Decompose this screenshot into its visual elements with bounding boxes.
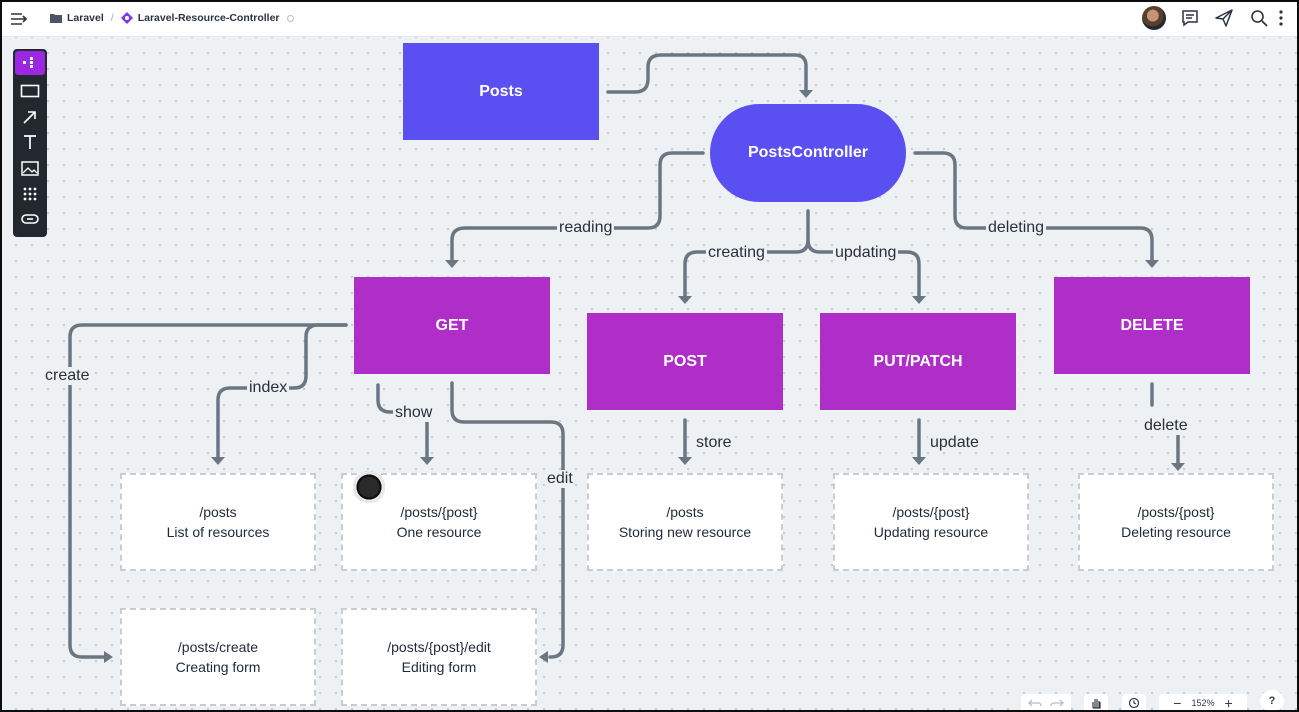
card-description: Creating form bbox=[175, 659, 261, 675]
card-description: List of resources bbox=[166, 524, 270, 540]
menu-icon[interactable] bbox=[10, 11, 28, 27]
edge-label-store[interactable]: store bbox=[694, 434, 734, 452]
card-route: /posts/{post} bbox=[1137, 504, 1215, 520]
help-label: ? bbox=[1268, 695, 1276, 707]
card-description: Storing new resource bbox=[618, 524, 752, 540]
image-icon[interactable] bbox=[15, 156, 45, 180]
zoom-in-button[interactable]: + bbox=[1224, 695, 1233, 711]
card-description: One resource bbox=[396, 524, 482, 540]
undo-redo-controls bbox=[1021, 694, 1071, 712]
hand-icon bbox=[1092, 699, 1101, 709]
card-index[interactable]: /posts List of resources bbox=[120, 473, 316, 571]
card-route: /posts/{post} bbox=[892, 504, 970, 520]
card-update[interactable]: /posts/{post} Updating resource bbox=[833, 473, 1029, 571]
grid-icon[interactable] bbox=[15, 182, 45, 206]
card-route: /posts/{post} bbox=[400, 504, 478, 520]
post-node[interactable]: POST bbox=[587, 313, 783, 410]
breadcrumb-workspace[interactable]: Laravel bbox=[67, 12, 104, 24]
edge-label-reading[interactable]: reading bbox=[557, 219, 615, 237]
zoom-level[interactable]: 152% bbox=[1191, 698, 1215, 708]
history-icon bbox=[1128, 697, 1140, 709]
history-button[interactable] bbox=[1122, 694, 1146, 712]
cursor-indicator bbox=[353, 471, 385, 503]
card-description: Editing form bbox=[401, 659, 477, 675]
breadcrumb-board[interactable]: Laravel-Resource-Controller bbox=[137, 12, 280, 24]
card-route: /posts bbox=[199, 504, 237, 520]
comment-icon[interactable] bbox=[1180, 8, 1200, 28]
delete-node[interactable]: DELETE bbox=[1054, 277, 1250, 374]
card-edit[interactable]: /posts/{post}/edit Editing form bbox=[341, 608, 537, 706]
search-icon[interactable] bbox=[1249, 8, 1269, 28]
posts-node[interactable]: Posts bbox=[403, 43, 599, 140]
card-route: /posts/create bbox=[177, 639, 259, 655]
breadcrumb: Laravel / Laravel-Resource-Controller bbox=[50, 12, 294, 24]
card-store[interactable]: /posts Storing new resource bbox=[587, 473, 783, 571]
posts-controller-node[interactable]: PostsController bbox=[710, 104, 906, 202]
card-route: /posts/{post}/edit bbox=[387, 639, 491, 655]
edge-label-deleting[interactable]: deleting bbox=[986, 219, 1047, 237]
arrow-icon[interactable] bbox=[15, 105, 45, 129]
left-toolbar bbox=[13, 49, 47, 237]
card-description: Updating resource bbox=[873, 524, 989, 540]
card-route: /posts bbox=[666, 504, 704, 520]
share-icon[interactable] bbox=[1214, 8, 1234, 28]
edge-label-create[interactable]: create bbox=[43, 367, 92, 385]
top-bar: Laravel / Laravel-Resource-Controller bbox=[2, 2, 1297, 37]
link-icon[interactable] bbox=[15, 207, 45, 231]
redo-icon[interactable] bbox=[1050, 697, 1064, 709]
edge-label-show[interactable]: show bbox=[393, 404, 435, 422]
edge-label-delete[interactable]: delete bbox=[1142, 417, 1190, 435]
edge-label-index[interactable]: index bbox=[247, 379, 290, 397]
edge-label-creating[interactable]: creating bbox=[706, 244, 767, 262]
card-destroy[interactable]: /posts/{post} Deleting resource bbox=[1078, 473, 1274, 571]
rectangle-icon[interactable] bbox=[15, 79, 45, 103]
edge-label-updating[interactable]: updating bbox=[833, 244, 899, 262]
board-diamond-icon bbox=[120, 12, 133, 24]
folder-icon bbox=[50, 14, 62, 23]
hand-tool[interactable] bbox=[1084, 694, 1108, 712]
card-description: Deleting resource bbox=[1121, 524, 1231, 540]
select-icon[interactable] bbox=[15, 51, 45, 75]
help-button[interactable]: ? bbox=[1260, 690, 1284, 712]
put-patch-node[interactable]: PUT/PATCH bbox=[820, 313, 1016, 410]
get-node[interactable]: GET bbox=[354, 277, 550, 374]
edge-label-edit[interactable]: edit bbox=[545, 470, 575, 488]
edge-label-update[interactable]: update bbox=[928, 434, 981, 452]
status-dot bbox=[286, 14, 294, 22]
more-icon[interactable] bbox=[1276, 8, 1286, 28]
zoom-controls: − 152% + bbox=[1159, 694, 1247, 712]
card-create[interactable]: /posts/create Creating form bbox=[120, 608, 316, 706]
zoom-out-button[interactable]: − bbox=[1173, 695, 1182, 711]
undo-icon[interactable] bbox=[1028, 697, 1042, 709]
avatar[interactable] bbox=[1142, 6, 1166, 30]
text-icon[interactable] bbox=[15, 130, 45, 154]
